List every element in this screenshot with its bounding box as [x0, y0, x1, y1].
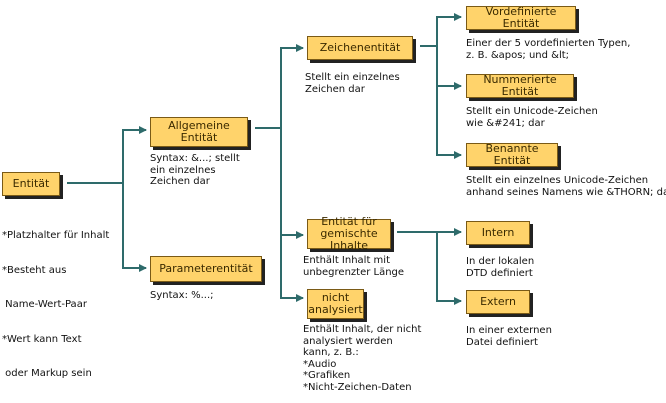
- connector-to-vordefiniert: [436, 13, 462, 46]
- node-allgemeine-entitaet: Allgemeine Entität: [150, 117, 248, 147]
- desc-intern: In der lokalen DTD definiert: [466, 256, 535, 279]
- desc-extern: In einer externen Datei definiert: [466, 325, 552, 348]
- connector-to-nummeriert: [436, 46, 462, 90]
- desc-parameterentitaet: Syntax: %...;: [150, 290, 214, 301]
- desc-vordefinierte-entitaet: Einer der 5 vordefinierten Typen, z. B. …: [466, 38, 631, 61]
- desc-allgemeine-entitaet: Syntax: &...; stellt ein einzelnes Zeich…: [150, 153, 240, 187]
- node-extern: Extern: [466, 290, 530, 314]
- node-parameterentitaet: Parameterentität: [150, 256, 262, 282]
- desc-entitaet: *Platzhalter für Inhalt *Besteht aus Nam…: [2, 230, 110, 379]
- connector-to-nicht: [280, 235, 304, 302]
- connector-to-parameter: [122, 183, 147, 272]
- desc-gemischte-inhalte: Enthält Inhalt mit unbegrenzter Länge: [303, 255, 405, 278]
- connector-to-benannt: [436, 86, 462, 159]
- connector-to-gemischt: [280, 128, 304, 239]
- node-entitaet: Entität: [2, 172, 60, 196]
- node-nicht-analysiert: nicht analysiert: [307, 289, 364, 319]
- node-zeichenentitaet: Zeichenentität: [307, 36, 413, 60]
- connector-to-extern: [436, 232, 462, 305]
- desc-nummerierte-entitaet: Stellt ein Unicode-Zeichen wie &#241; da…: [466, 106, 598, 129]
- node-intern: Intern: [466, 221, 530, 245]
- node-nummerierte-entitaet: Nummerierte Entität: [466, 74, 574, 98]
- node-benannte-entitaet: Benannte Entität: [466, 143, 558, 167]
- desc-benannte-entitaet: Stellt ein einzelnes Unicode-Zeichen anh…: [466, 175, 666, 198]
- node-entitaet-label: Entität: [12, 177, 50, 190]
- connector-to-zeichen: [280, 44, 304, 128]
- desc-zeichenentitaet: Stellt ein einzelnes Zeichen dar: [305, 72, 400, 95]
- connector-to-allgemeine: [122, 126, 147, 183]
- desc-nicht-analysiert: Enthält Inhalt, der nicht analysiert wer…: [303, 324, 422, 393]
- node-vordefinierte-entitaet: Vordefinierte Entität: [466, 6, 576, 30]
- node-gemischte-inhalte: Entität für gemischte Inhalte: [307, 216, 391, 252]
